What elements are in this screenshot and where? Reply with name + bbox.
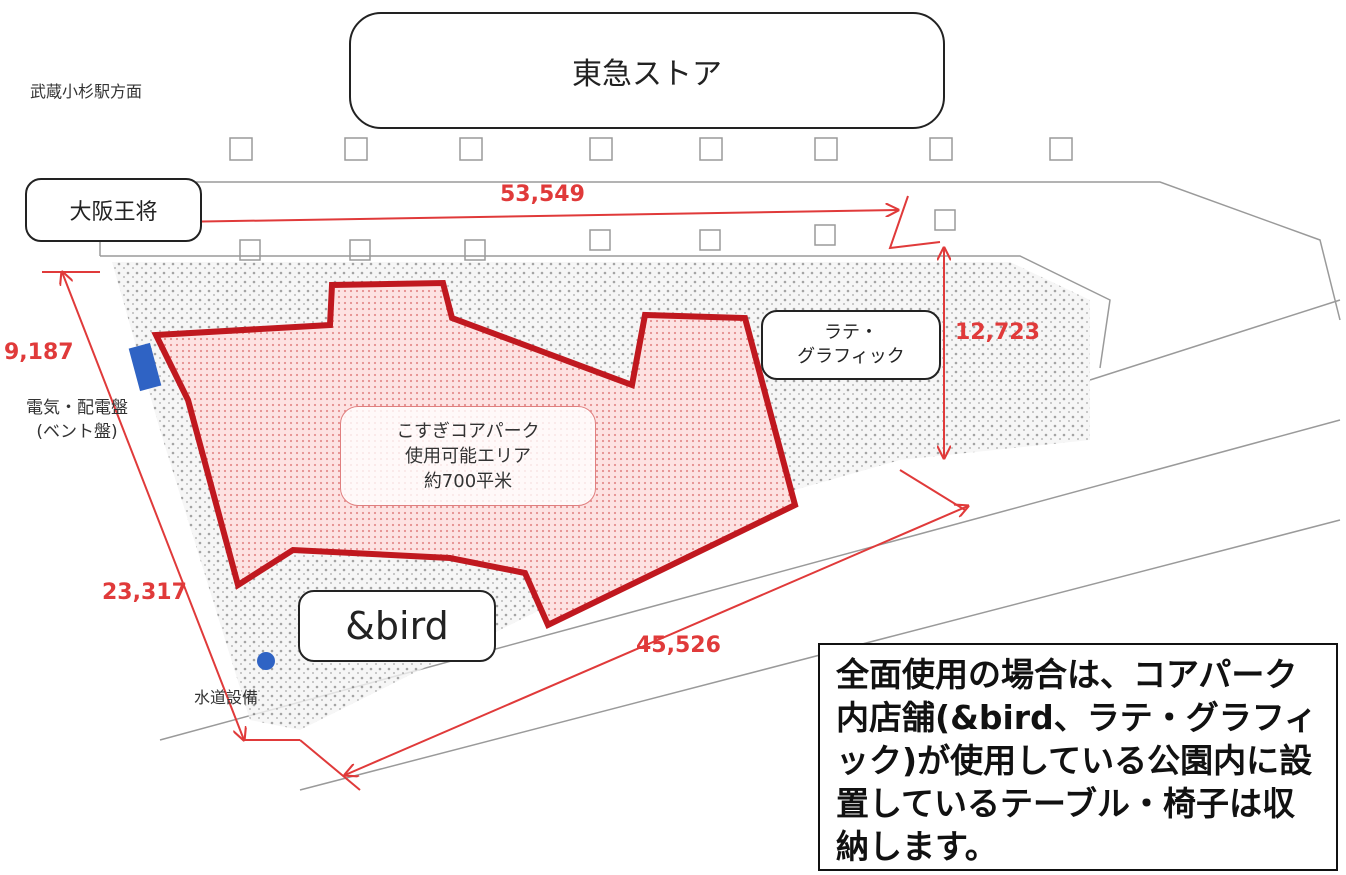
bird-shop-label: &bird bbox=[298, 590, 496, 662]
electric-label-line-1: 電気・配電盤 bbox=[26, 398, 128, 418]
dimension-line-left bbox=[62, 272, 244, 740]
usable-area-label: こすぎコアパーク 使用可能エリア 約700平米 bbox=[340, 406, 596, 506]
dimension-bottom: 45,526 bbox=[636, 633, 721, 658]
dimension-line-bottom bbox=[345, 506, 968, 775]
osaka-ohsho-label: 大阪王将 bbox=[25, 178, 202, 242]
dimension-tick-top bbox=[888, 195, 941, 250]
area-label-line-2: 使用可能エリア bbox=[405, 445, 531, 467]
dimension-right: 12,723 bbox=[955, 320, 1040, 345]
dimension-line-top bbox=[115, 210, 898, 223]
electric-label-line-2: (ベント盤) bbox=[36, 422, 118, 442]
water-facility-label: 水道設備 bbox=[194, 688, 259, 707]
electric-panel-label: 電気・配電盤 (ベント盤) bbox=[26, 396, 128, 444]
dimension-top: 53,549 bbox=[500, 182, 585, 207]
dimension-tick-bottom-right bbox=[899, 469, 966, 511]
latte-label-line-1: ラテ・ bbox=[824, 322, 878, 343]
dimension-left-lower: 23,317 bbox=[102, 580, 187, 605]
dimension-left-upper: 9,187 bbox=[4, 340, 74, 365]
latte-label-line-2: グラフィック bbox=[797, 346, 905, 367]
usage-note: 全面使用の場合は、コアパーク内店舗(&bird、ラテ・グラフィック)が使用してい… bbox=[818, 643, 1338, 871]
latte-graphic-label: ラテ・ グラフィック bbox=[761, 310, 941, 380]
tokyu-store-label: 東急ストア bbox=[349, 12, 945, 129]
water-facility-marker bbox=[257, 652, 275, 670]
area-label-line-3: 約700平米 bbox=[423, 470, 513, 492]
dimension-tick-bottom-left bbox=[299, 739, 361, 791]
area-label-line-1: こすぎコアパーク bbox=[396, 420, 540, 442]
station-direction-label: 武蔵小杉駅方面 bbox=[30, 82, 143, 101]
